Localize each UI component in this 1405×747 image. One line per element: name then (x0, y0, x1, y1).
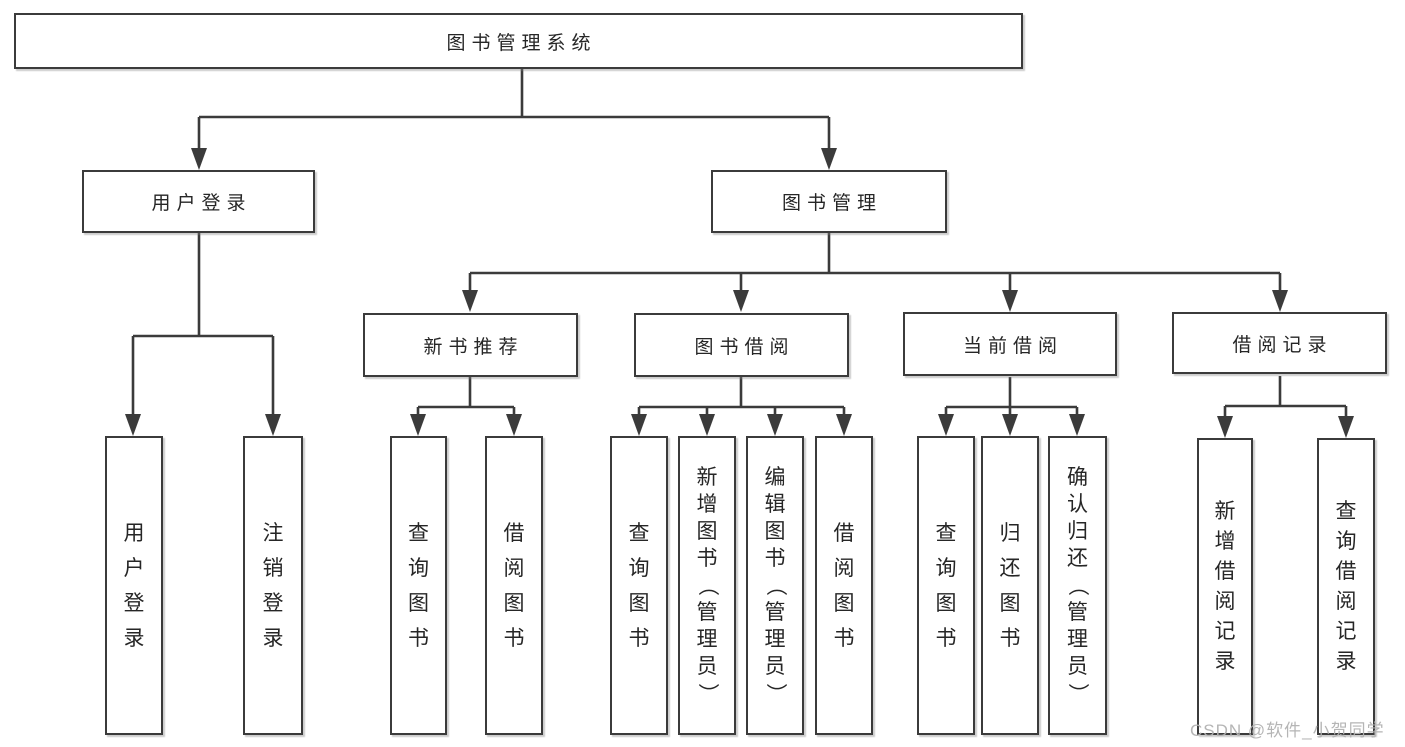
leaf-edit-book-label: 编辑图书（管理员） (763, 466, 787, 704)
leaf-query-book-borrow-label: 查询图书 (628, 521, 650, 650)
node-new-book-rec: 新书推荐 (363, 313, 578, 377)
leaf-query-book-rec: 查询图书 (390, 436, 447, 735)
leaf-query-book-rec-label: 查询图书 (408, 521, 429, 650)
leaf-user-login-label: 用户登录 (123, 521, 145, 650)
leaf-logout: 注销登录 (243, 436, 303, 735)
leaf-add-borrow-record-label: 新增借阅记录 (1214, 500, 1236, 673)
node-book-borrow: 图书借阅 (634, 313, 849, 377)
node-borrow-records-label: 借阅记录 (1232, 334, 1333, 356)
leaf-logout-label: 注销登录 (262, 521, 284, 650)
leaf-return-book: 归还图书 (981, 436, 1039, 735)
node-book-mgmt: 图书管理 (711, 170, 947, 233)
leaf-borrow-book-rec-label: 借阅图书 (503, 521, 525, 650)
leaf-query-book-borrow: 查询图书 (610, 436, 668, 735)
leaf-borrow-book-label: 借阅图书 (833, 521, 855, 650)
node-root-label: 图书管理系统 (446, 32, 597, 54)
node-root: 图书管理系统 (14, 13, 1023, 69)
leaf-borrow-book: 借阅图书 (815, 436, 873, 735)
leaf-query-borrow-record-label: 查询借阅记录 (1335, 500, 1357, 673)
node-user-login: 用户登录 (82, 170, 315, 233)
node-current-borrow-label: 当前借阅 (962, 335, 1063, 357)
leaf-query-book-current-label: 查询图书 (935, 521, 957, 650)
leaf-add-borrow-record: 新增借阅记录 (1197, 438, 1253, 735)
csdn-watermark: CSDN @软件_小贺同学 (1190, 721, 1385, 740)
node-user-login-label: 用户登录 (151, 193, 252, 214)
leaf-confirm-return-label: 确认归还（管理员） (1066, 466, 1089, 704)
tree-edges (131, 69, 1348, 418)
node-current-borrow: 当前借阅 (903, 312, 1117, 376)
leaf-query-book-current: 查询图书 (917, 436, 975, 735)
leaf-user-login: 用户登录 (105, 436, 163, 735)
node-new-book-rec-label: 新书推荐 (423, 336, 524, 358)
leaf-query-borrow-record: 查询借阅记录 (1317, 438, 1375, 735)
node-borrow-records: 借阅记录 (1172, 312, 1387, 374)
arrowheads (125, 148, 1354, 438)
leaf-confirm-return: 确认归还（管理员） (1048, 436, 1107, 735)
node-book-borrow-label: 图书借阅 (694, 336, 795, 358)
leaf-return-book-label: 归还图书 (999, 521, 1021, 650)
leaf-add-book-label: 新增图书（管理员） (695, 466, 719, 704)
leaf-edit-book: 编辑图书（管理员） (746, 436, 804, 735)
node-book-mgmt-label: 图书管理 (781, 193, 882, 214)
leaf-add-book: 新增图书（管理员） (678, 436, 736, 735)
leaf-borrow-book-rec: 借阅图书 (485, 436, 543, 735)
